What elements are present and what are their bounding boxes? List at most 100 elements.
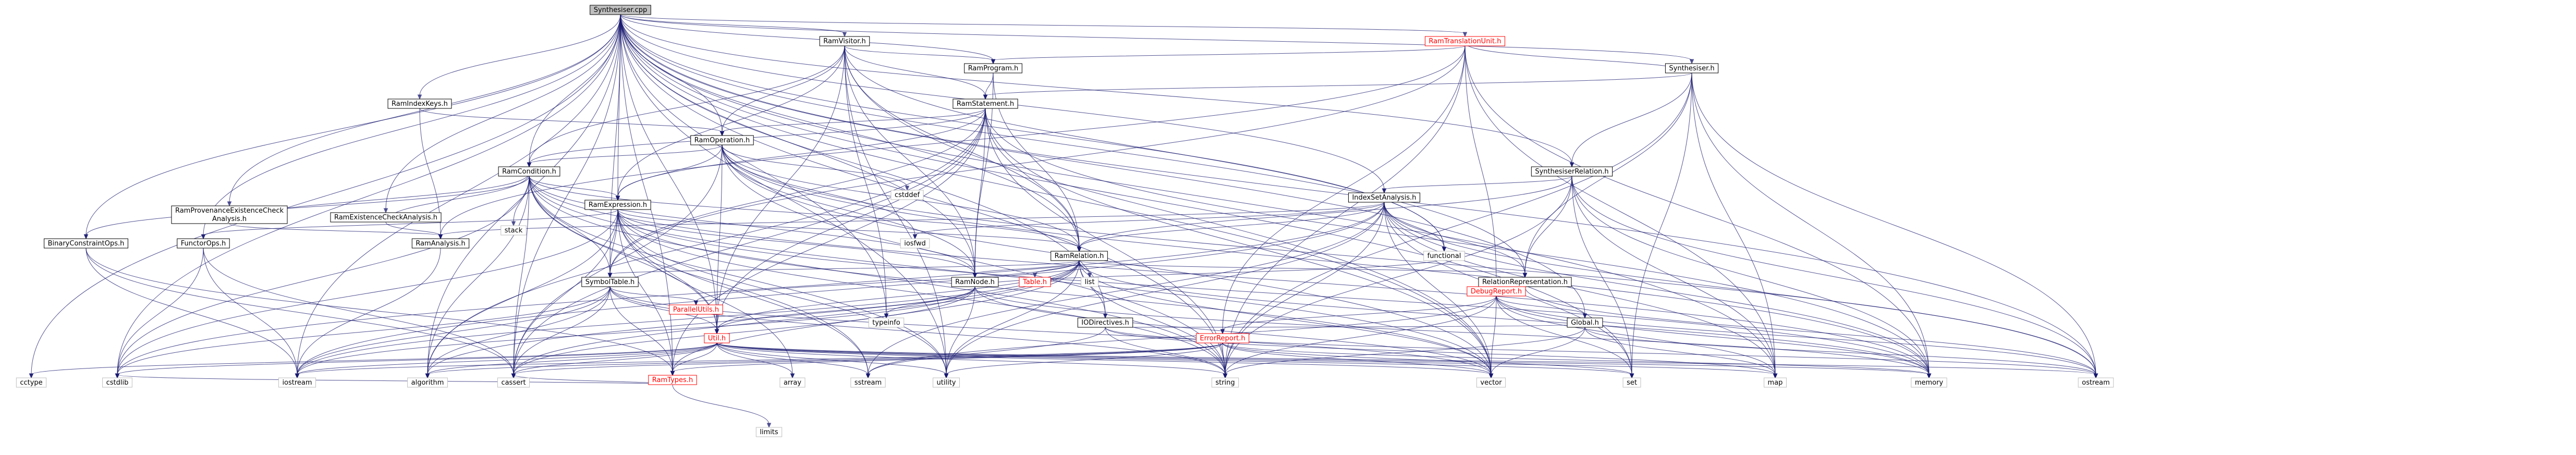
node-utility[interactable]: utility: [933, 377, 960, 388]
node-ramexistencecheck[interactable]: RamExistenceCheckAnalysis.h: [330, 212, 442, 223]
edge-ramtranslationunit-to-memory: [1464, 45, 1930, 375]
node-iosfwd[interactable]: iosfwd: [900, 238, 930, 249]
node-ramexpression[interactable]: RamExpression.h: [584, 200, 651, 210]
node-iostream[interactable]: iostream: [278, 377, 316, 388]
edge-symboltable-to-cstdlib: [117, 286, 611, 375]
node-ramoperation[interactable]: RamOperation.h: [690, 135, 754, 145]
node-synthesiserrelation[interactable]: SynthesiserRelation.h: [1531, 166, 1613, 177]
edge-synthesiser_cpp-to-ramprovenance: [229, 14, 621, 203]
node-cassert[interactable]: cassert: [497, 377, 530, 388]
edge-synthesiser_cpp-to-cstdlib: [117, 14, 621, 375]
edge-symboltable-to-iostream: [297, 286, 611, 375]
node-sstream[interactable]: sstream: [850, 377, 886, 388]
node-binaryconstraintops[interactable]: BinaryConstraintOps.h: [44, 238, 128, 249]
node-functorops[interactable]: FunctorOps.h: [177, 238, 230, 249]
node-symboltable[interactable]: SymbolTable.h: [581, 277, 639, 287]
node-stack[interactable]: stack: [500, 225, 527, 236]
node-ramcondition[interactable]: RamCondition.h: [498, 166, 560, 177]
node-synthesiser-cpp[interactable]: Synthesiser.cpp: [590, 5, 651, 15]
edge-ramexpression-to-string: [617, 209, 1226, 375]
node-label: ErrorReport.h: [1200, 335, 1245, 342]
edge-indexsetanalysis-to-sstream: [868, 202, 1385, 375]
node-vector[interactable]: vector: [1476, 377, 1506, 388]
edge-symboltable-to-utils: [609, 286, 717, 331]
node-label: cstddef: [895, 191, 920, 199]
node-cstdlib[interactable]: cstdlib: [102, 377, 132, 388]
edge-ramstatement-to-utils: [716, 108, 986, 331]
node-set[interactable]: set: [1622, 377, 1641, 388]
edge-ramexpression-to-cstdlib: [117, 209, 618, 375]
node-table[interactable]: Table.h: [1019, 277, 1051, 287]
node-ramvisitor[interactable]: RamVisitor.h: [819, 36, 870, 46]
node-debugreport[interactable]: DebugReport.h: [1467, 286, 1526, 297]
node-label: cstdlib: [106, 379, 129, 387]
node-typeinfo[interactable]: typeinfo: [868, 317, 905, 328]
edge-arrowhead: [1382, 188, 1387, 194]
node-ramindexkeys[interactable]: RamIndexKeys.h: [387, 99, 452, 109]
edge-ramcondition-to-ramnode: [529, 176, 975, 275]
node-map[interactable]: map: [1764, 377, 1787, 388]
node-cctype[interactable]: cctype: [16, 377, 47, 388]
node-errorreport[interactable]: ErrorReport.h: [1195, 333, 1250, 343]
node-label: iostream: [282, 379, 312, 387]
node-ramrelation[interactable]: RamRelation.h: [1051, 251, 1108, 261]
edge-ramvisitor-to-ramprogram: [844, 45, 994, 61]
edge-synthesiser_cpp-to-ramcondition: [529, 14, 621, 164]
edge-utils-to-map: [716, 342, 1776, 375]
edge-arrowhead: [865, 373, 871, 379]
node-label: Synthesiser.h: [1669, 65, 1714, 72]
node-memory[interactable]: memory: [1911, 377, 1947, 388]
edge-iodirectives-to-string: [1105, 327, 1226, 375]
node-functional[interactable]: functional: [1423, 251, 1465, 261]
node-ramstatement[interactable]: RamStatement.h: [953, 99, 1018, 109]
node-box: [584, 200, 651, 210]
edge-global-to-ostream: [1584, 327, 2096, 375]
node-synthesiser-h[interactable]: Synthesiser.h: [1665, 63, 1719, 73]
node-box: [44, 238, 128, 249]
node-box: [704, 333, 730, 343]
edge-synthesiser_cpp-to-cctype: [31, 14, 621, 375]
node-ramnode[interactable]: RamNode.h: [951, 277, 999, 287]
node-label: RamOperation.h: [694, 137, 750, 144]
node-ramtypes[interactable]: RamTypes.h: [648, 375, 697, 385]
node-string[interactable]: string: [1211, 377, 1239, 388]
node-limits[interactable]: limits: [755, 427, 783, 437]
node-parallelutils[interactable]: ParallelUtils.h: [669, 304, 723, 315]
node-label: memory: [1915, 379, 1944, 387]
edge-errorreport-to-iostream: [297, 342, 1223, 375]
node-label: Util.h: [708, 335, 726, 342]
node-cstddef[interactable]: cstddef: [890, 190, 924, 200]
edge-indexsetanalysis-to-ramanalysis: [440, 202, 1385, 236]
edge-ramexpression-to-ramrelation: [617, 209, 1080, 249]
edge-debugreport-to-ostream: [1496, 296, 2096, 375]
node-ramanalysis[interactable]: RamAnalysis.h: [411, 238, 470, 249]
node-label: map: [1768, 379, 1783, 387]
edge-arrowhead: [1488, 373, 1494, 379]
edge-ramnode-to-functional: [974, 257, 1445, 287]
edge-binaryconstraintops-to-cassert: [86, 248, 514, 375]
node-ramtranslationunit[interactable]: RamTranslationUnit.h: [1424, 36, 1506, 46]
node-relationrepresentation[interactable]: RelationRepresentation.h: [1478, 277, 1572, 287]
node-label: iosfwd: [904, 240, 926, 248]
edge-synthesiser_cpp-to-ramtranslationunit: [620, 14, 1466, 34]
node-box: [1764, 377, 1787, 388]
node-iodirectives[interactable]: IODirectives.h: [1077, 317, 1133, 328]
edge-arrowhead: [115, 373, 120, 379]
edge-utils-to-string: [716, 342, 1226, 375]
edge-synthesiserrelation-to-memory: [1571, 176, 1930, 375]
node-utils[interactable]: Util.h: [704, 333, 730, 343]
node-algorithm[interactable]: algorithm: [407, 377, 448, 388]
node-array[interactable]: array: [779, 377, 805, 388]
edge-arrowhead: [905, 186, 910, 191]
edge-synthesiser_cpp-to-relationrepresentation: [620, 14, 1525, 275]
node-indexsetanalysis[interactable]: IndexSetAnalysis.h: [1348, 192, 1421, 203]
edge-ramrelation-to-ramnode: [974, 260, 1080, 275]
node-global[interactable]: Global.h: [1567, 317, 1603, 328]
node-list[interactable]: list: [1080, 277, 1099, 287]
node-label: RelationRepresentation.h: [1482, 278, 1568, 286]
edge-ramrelation-to-vector: [1079, 260, 1492, 375]
node-ostream[interactable]: ostream: [2078, 377, 2114, 388]
node-box: [1911, 377, 1947, 388]
node-ramprogram[interactable]: RamProgram.h: [964, 63, 1022, 73]
